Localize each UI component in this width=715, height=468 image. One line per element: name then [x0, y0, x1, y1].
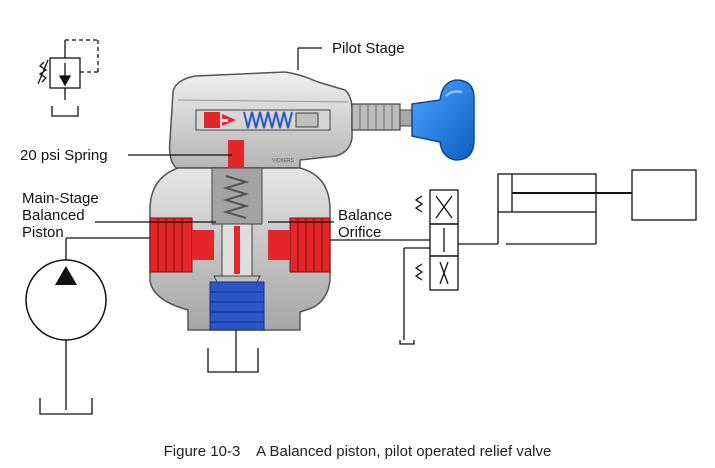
caption-figure-number: Figure 10-3 [163, 443, 241, 460]
label-main-stage: Main-Stage [22, 190, 99, 207]
leader-lines [95, 47, 334, 223]
tank-port [209, 281, 265, 331]
main-stage-body [149, 140, 331, 331]
figure-caption: Figure 10-3 A Balanced piston, pilot ope… [0, 443, 715, 460]
adjustment-knob [411, 79, 475, 161]
caption-text: A Balanced piston, pilot operated relief… [256, 443, 552, 460]
label-pilot-stage: Pilot Stage [332, 40, 405, 57]
label-piston: Piston [22, 224, 64, 241]
adjusting-screw [351, 103, 413, 131]
label-balanced: Balanced [22, 207, 85, 224]
relief-valve-symbol [37, 39, 99, 117]
label-balance: Balance [338, 207, 393, 224]
inlet-port [149, 217, 214, 273]
label-orifice: Orifice [338, 224, 382, 241]
pilot-stage-head: VICKERS [168, 71, 353, 169]
brand-mark: VICKERS [272, 158, 295, 164]
label-20psi-spring: 20 psi Spring [20, 147, 108, 164]
actuator-cylinder [497, 169, 697, 245]
valve-tank [207, 348, 259, 373]
pump-symbol [25, 237, 150, 415]
directional-valve [399, 189, 498, 345]
outlet-port [268, 217, 331, 273]
